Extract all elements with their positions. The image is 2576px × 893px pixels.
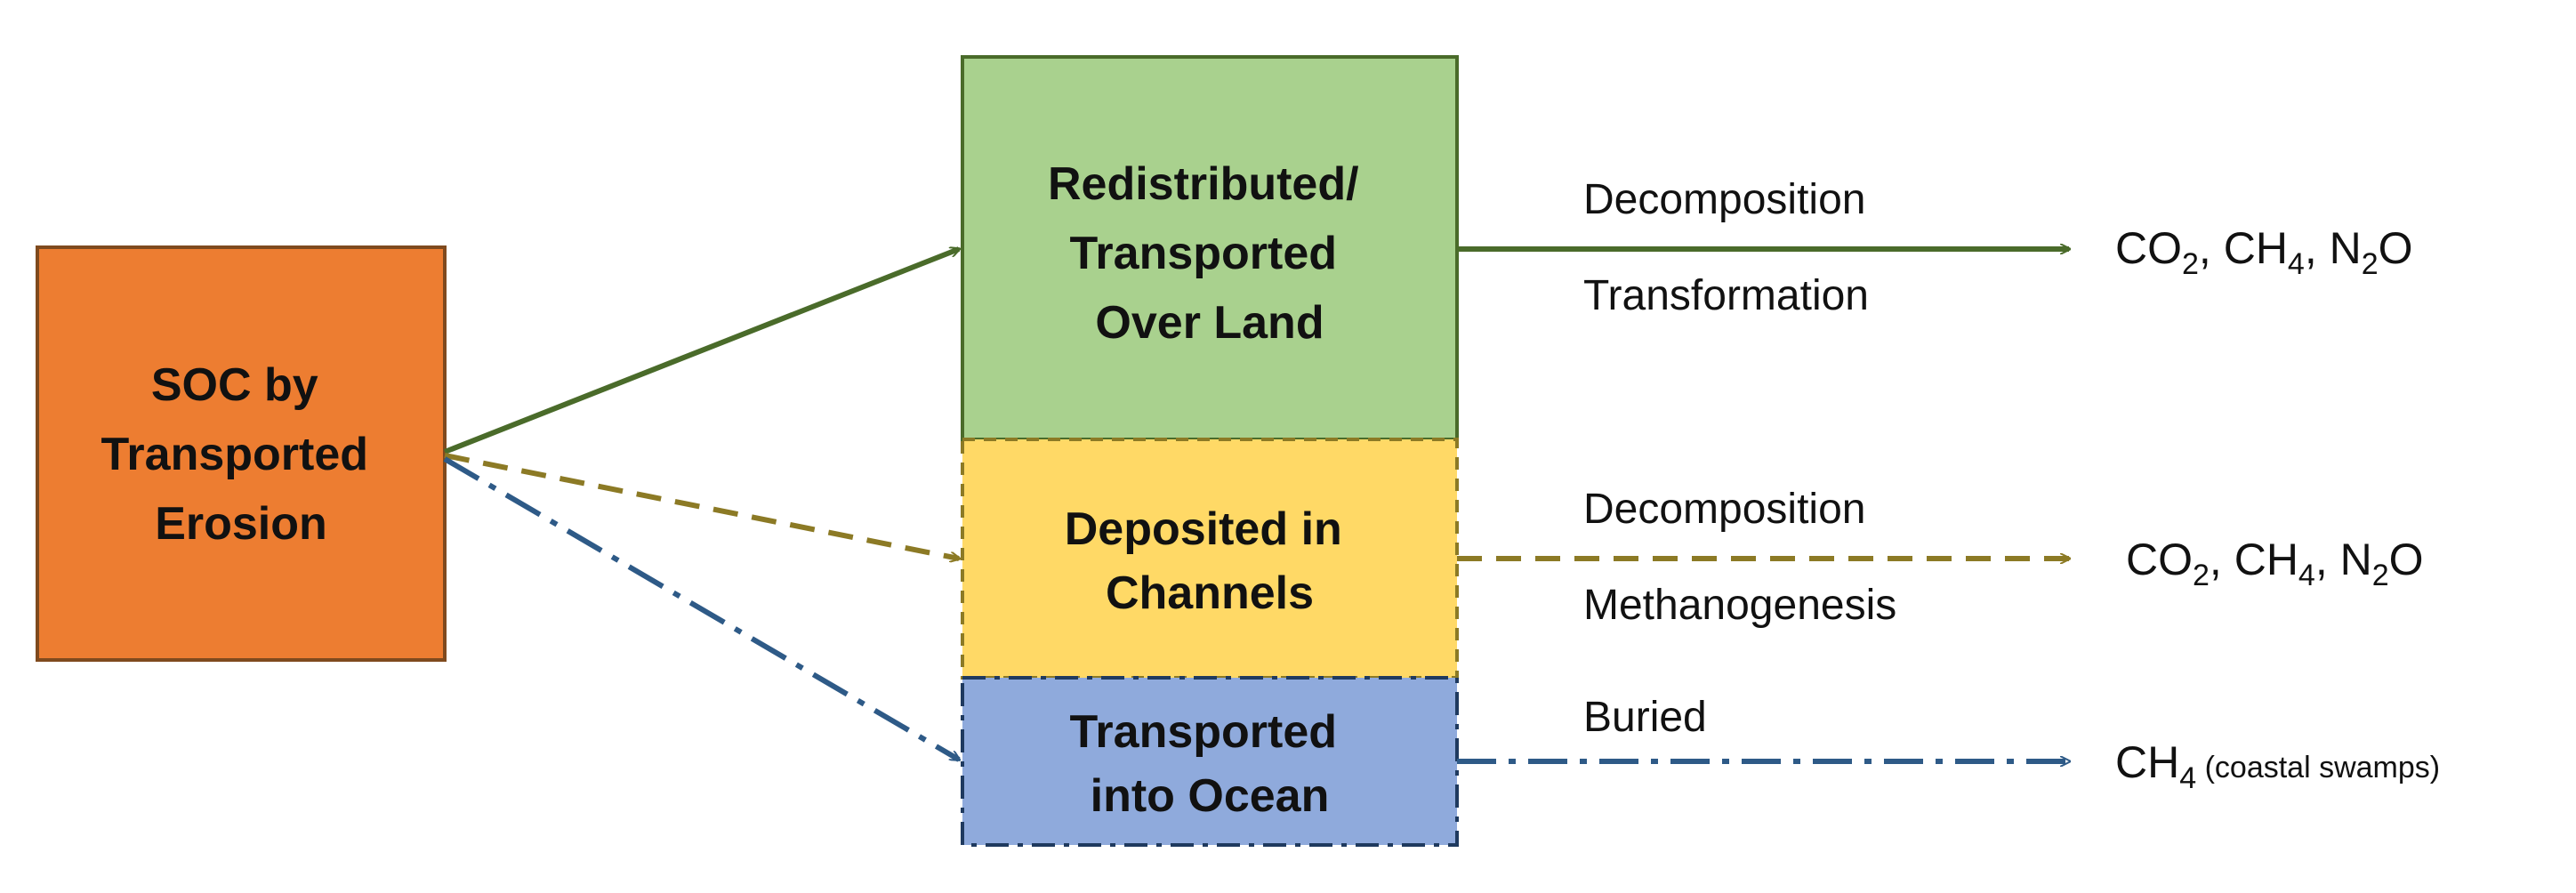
product-part: CH [2115, 737, 2179, 787]
ocean-label-line: into Ocean [1091, 770, 1330, 822]
product-subscript: 4 [2298, 559, 2315, 592]
product-subscript: 2 [2182, 247, 2199, 281]
land-label-line: Over Land [1095, 297, 1324, 349]
land-process-top: Decomposition [1583, 176, 1865, 223]
product-part: , N [2305, 223, 2362, 273]
product-part: CO [2126, 535, 2193, 584]
channel-process-bottom: Methanogenesis [1583, 582, 1896, 629]
channel-process-top: Decomposition [1583, 486, 1865, 533]
land-process-bottom: Transformation [1583, 272, 1869, 319]
product-subscript: 2 [2193, 559, 2210, 592]
product-part: , N [2315, 535, 2372, 584]
product-note: (coastal swamps) [2196, 751, 2440, 784]
channel-box [961, 438, 1459, 680]
source-box [36, 245, 447, 662]
product-part: CO [2115, 223, 2182, 273]
channel-label-line: Channels [1106, 567, 1314, 619]
arrow-to-land [443, 249, 959, 455]
product-part: , CH [2210, 535, 2298, 584]
land-label-line: Redistributed/ [1048, 158, 1359, 210]
channel-label-line: Deposited in [1065, 503, 1342, 555]
ocean-product: CH4 (coastal swamps) [2115, 737, 2440, 795]
arrow-to-ocean [443, 456, 959, 762]
product-subscript: 4 [2288, 247, 2305, 281]
product-part: O [2379, 223, 2413, 273]
channel-label: Deposited in Channels [1065, 503, 1355, 619]
land-label-line: Transported [1070, 228, 1338, 279]
source-label-line: Erosion [155, 498, 327, 550]
land-label: Redistributed/ Transported Over Land [1048, 158, 1372, 349]
ocean-label: Transported into Ocean [1070, 706, 1350, 822]
ocean-process-top: Buried [1583, 694, 1707, 741]
land-box [961, 55, 1459, 441]
source-label-line: SOC by [151, 359, 318, 411]
product-part: , CH [2199, 223, 2288, 273]
product-subscript: 4 [2179, 761, 2196, 795]
ocean-box [961, 676, 1459, 847]
product-part: O [2389, 535, 2424, 584]
arrow-to-channels [444, 453, 959, 559]
product-subscript: 2 [2362, 247, 2379, 281]
ocean-label-line: Transported [1070, 706, 1338, 758]
source-label-line: Transported [101, 429, 369, 480]
land-product: CO2, CH4, N2O [2115, 223, 2413, 281]
channel-product: CO2, CH4, N2O [2126, 535, 2424, 592]
product-subscript: 2 [2372, 559, 2389, 592]
source-label: SOC by Transported Erosion [101, 359, 382, 550]
